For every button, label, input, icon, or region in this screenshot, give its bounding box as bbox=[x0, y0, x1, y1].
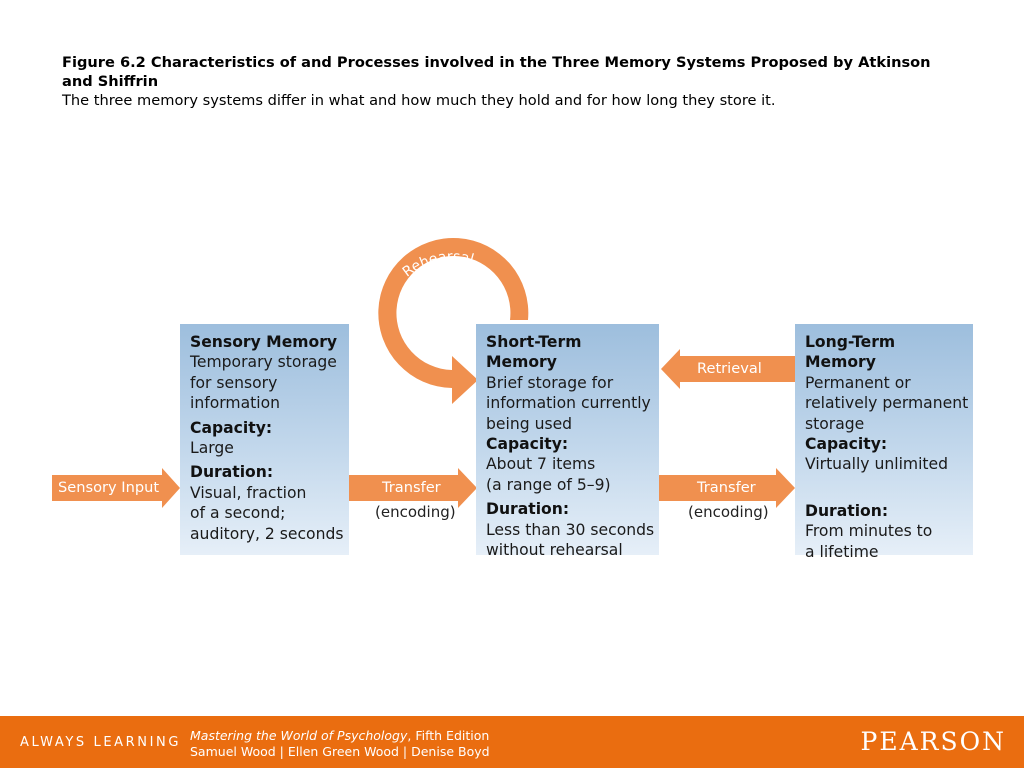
figure-caption: Figure 6.2 Characteristics of and Proces… bbox=[62, 53, 962, 110]
stm-heading: Short-Term Memory bbox=[486, 333, 582, 372]
transfer-label-2: Transfer bbox=[697, 479, 756, 496]
sensory-duration-line: Visual, fraction bbox=[190, 483, 307, 502]
stm-capacity-line: About 7 items bbox=[486, 455, 596, 474]
sensory-duration-line: of a second; bbox=[190, 504, 286, 523]
ltm-desc-line: relatively permanent bbox=[805, 394, 969, 413]
ltm-capacity-label: Capacity: bbox=[805, 435, 888, 454]
footer-bar: ALWAYS LEARNING Mastering the World of P… bbox=[0, 716, 1024, 768]
sensory-duration-line: auditory, 2 seconds bbox=[190, 524, 344, 543]
stm-desc-line: information currently bbox=[486, 394, 651, 413]
retrieval-arrow bbox=[661, 349, 795, 389]
sensory-memory-heading: Sensory Memory bbox=[190, 333, 338, 351]
sensory-input-label: Sensory Input bbox=[58, 479, 160, 496]
figure-subtitle: The three memory systems differ in what … bbox=[62, 92, 776, 109]
ltm-duration-line: From minutes to bbox=[805, 522, 933, 541]
footer-authors: Samuel Wood | Ellen Green Wood | Denise … bbox=[190, 743, 490, 759]
transfer-label-1: Transfer bbox=[382, 479, 441, 496]
encoding-label-2: (encoding) bbox=[688, 503, 769, 521]
sensory-memory-box: Sensory Memory Temporary storage for sen… bbox=[180, 324, 349, 555]
sensory-capacity-label: Capacity: bbox=[190, 418, 273, 437]
stm-capacity-label: Capacity: bbox=[486, 435, 569, 454]
sensory-duration-label: Duration: bbox=[190, 463, 274, 482]
stm-duration-label: Duration: bbox=[486, 500, 570, 519]
footer-tagline: ALWAYS LEARNING bbox=[20, 735, 182, 750]
publisher-logo: PEARSON bbox=[860, 727, 1006, 756]
stm-duration-line: without rehearsal bbox=[486, 541, 623, 560]
ltm-heading: Long-Term Memory bbox=[805, 333, 896, 372]
stm-capacity-line: (a range of 5–9) bbox=[486, 475, 611, 494]
footer-edition: , Fifth Edition bbox=[407, 728, 490, 743]
ltm-capacity-line: Virtually unlimited bbox=[805, 455, 949, 474]
rehearsal-loop-arrow bbox=[378, 238, 529, 404]
sensory-desc-line: for sensory bbox=[190, 373, 278, 392]
ltm-desc-line: storage bbox=[805, 414, 865, 433]
encoding-label-1: (encoding) bbox=[375, 503, 456, 521]
sensory-capacity-value: Large bbox=[190, 439, 234, 458]
ltm-duration-label: Duration: bbox=[805, 501, 889, 520]
sensory-desc-line: information bbox=[190, 394, 280, 413]
footer-book-info: Mastering the World of Psychology, Fifth… bbox=[190, 728, 490, 759]
ltm-desc-line: Permanent or bbox=[805, 373, 911, 392]
stm-desc-line: being used bbox=[486, 414, 573, 433]
sensory-input-arrow bbox=[52, 468, 180, 508]
transfer-arrow-1 bbox=[349, 468, 477, 508]
retrieval-label: Retrieval bbox=[697, 360, 762, 377]
footer-book-title: Mastering the World of Psychology bbox=[190, 728, 408, 743]
stm-desc-line: Brief storage for bbox=[486, 373, 614, 392]
stm-duration-line: Less than 30 seconds bbox=[486, 520, 655, 539]
figure-title: Figure 6.2 Characteristics of and Proces… bbox=[62, 54, 931, 90]
long-term-memory-box: Long-Term Memory Permanent or relatively… bbox=[795, 324, 973, 561]
transfer-arrow-2 bbox=[659, 468, 795, 508]
short-term-memory-box: Short-Term Memory Brief storage for info… bbox=[476, 324, 659, 559]
sensory-desc-line: Temporary storage bbox=[190, 353, 337, 372]
ltm-duration-line: a lifetime bbox=[805, 542, 879, 561]
